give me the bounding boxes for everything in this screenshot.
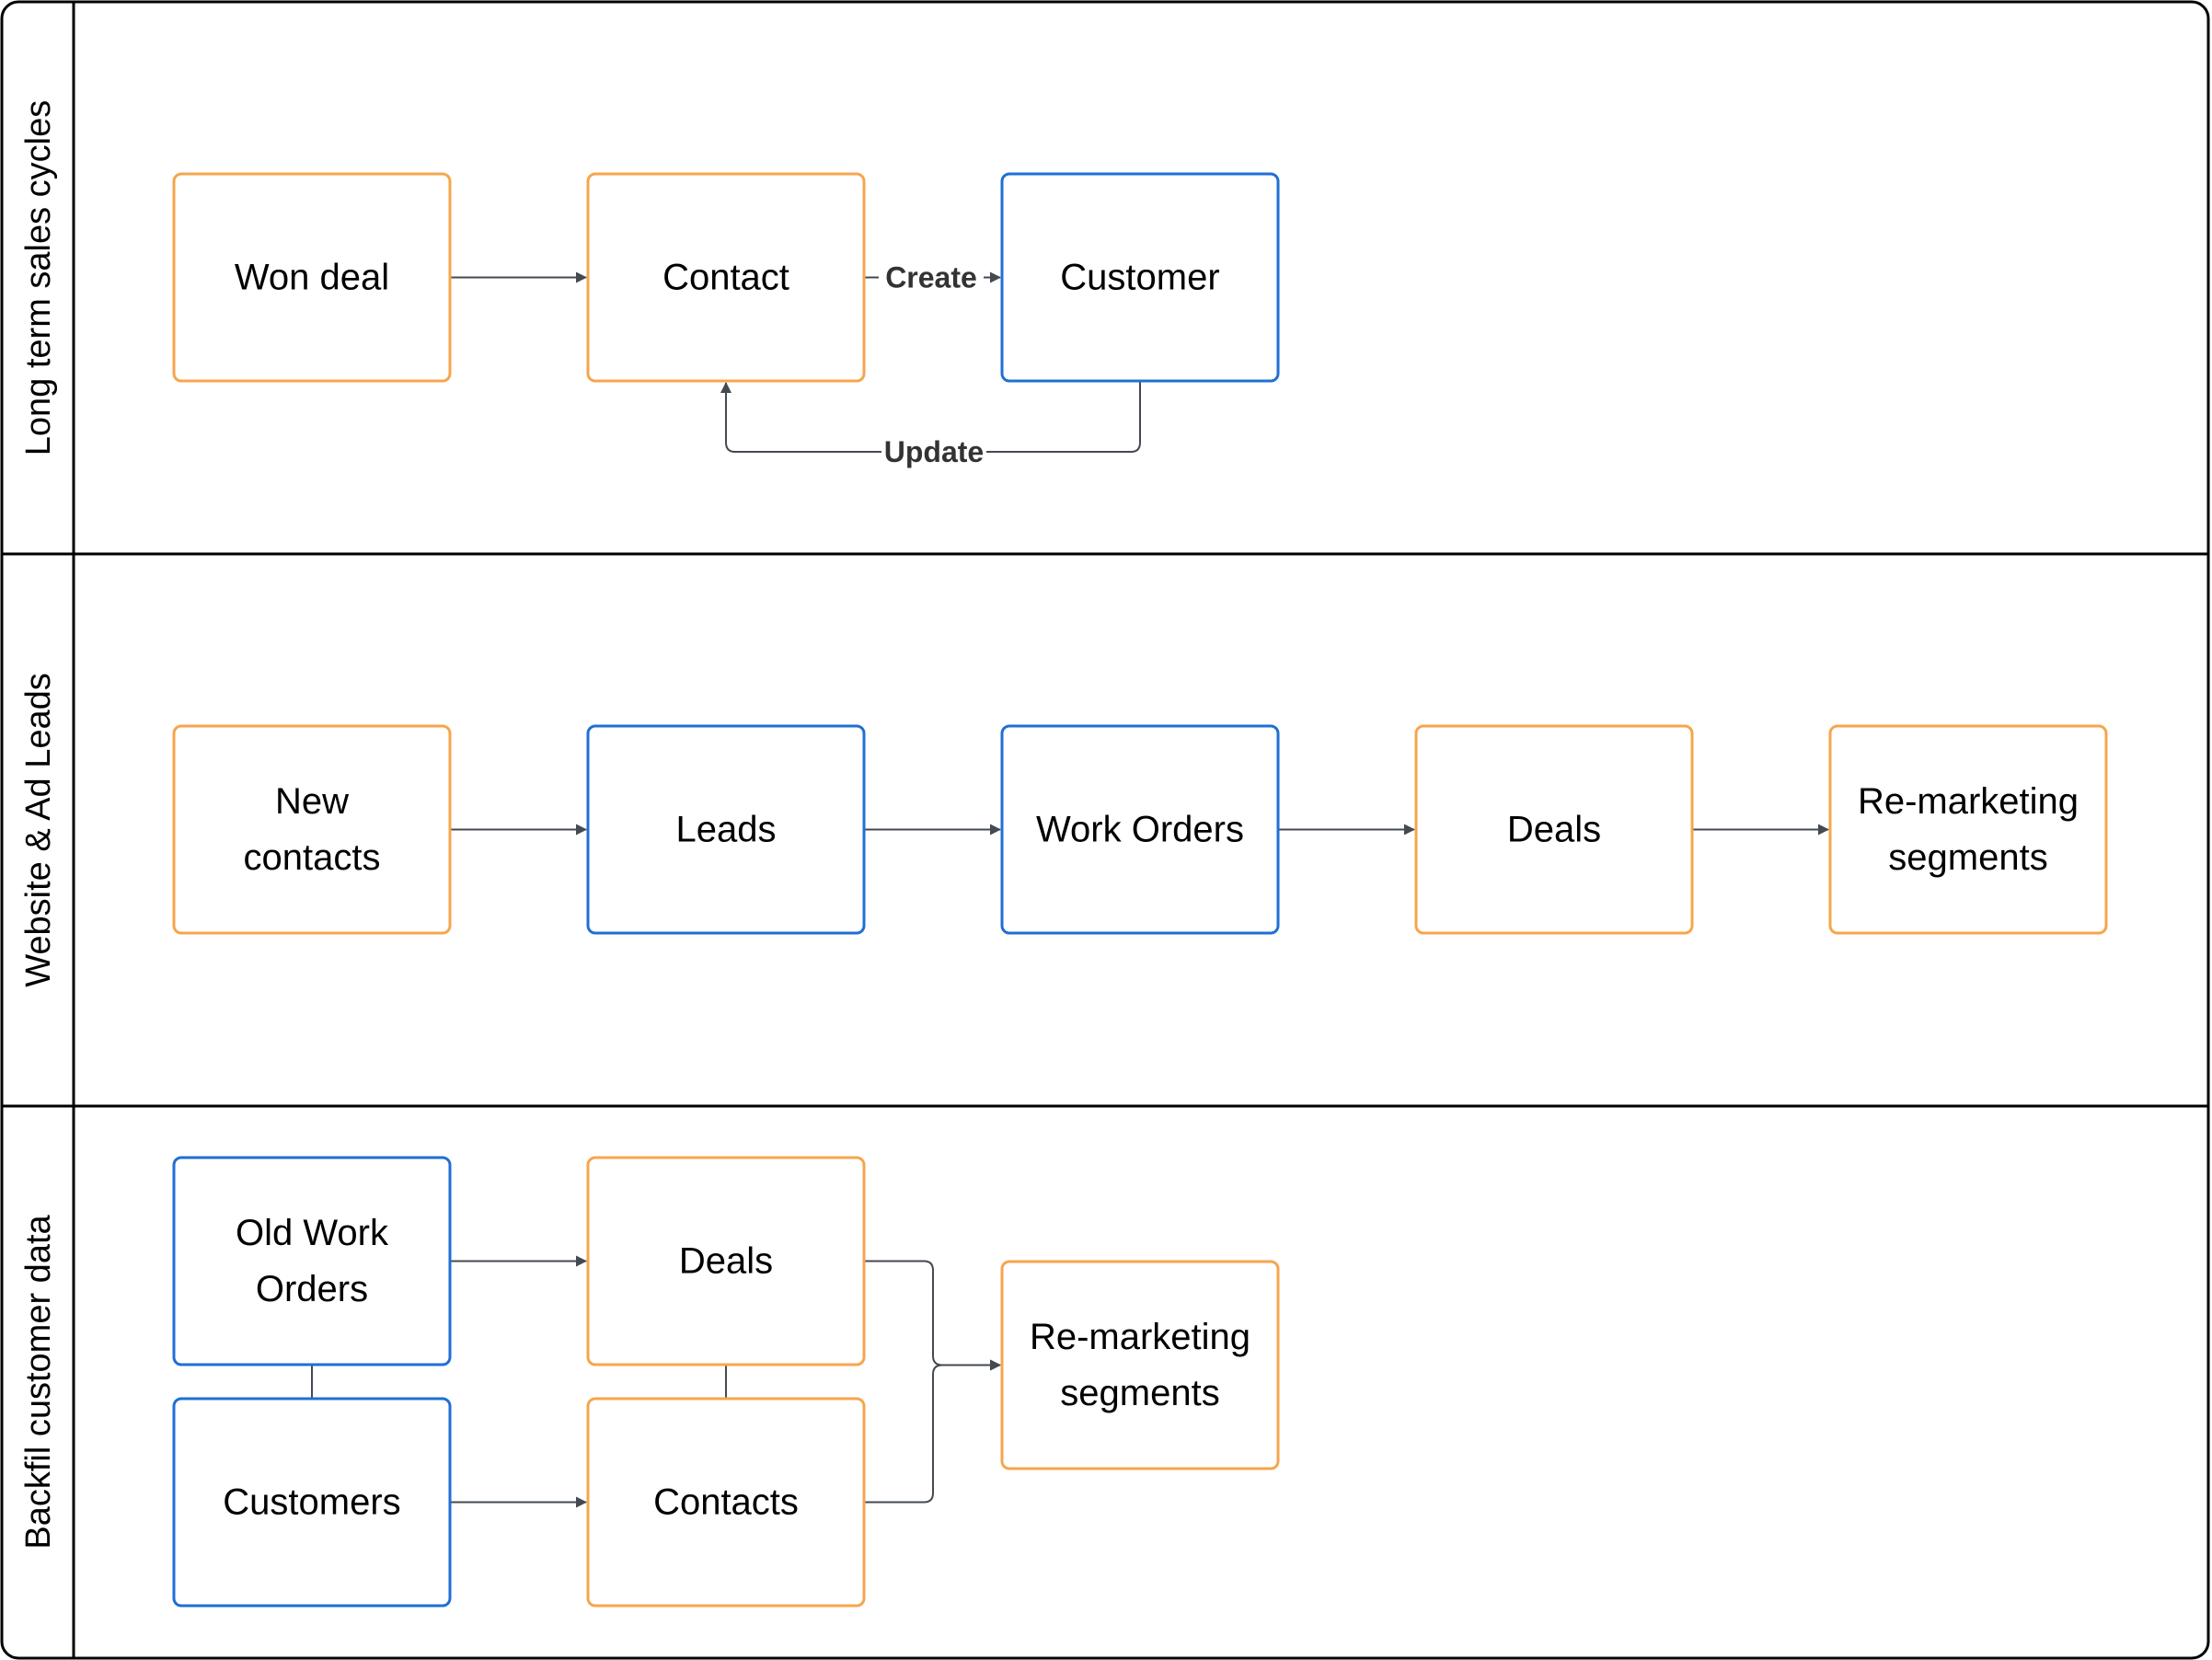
node-box[interactable] — [172, 1397, 452, 1608]
node-box[interactable] — [586, 724, 866, 935]
node-customers[interactable]: Customers — [172, 1397, 452, 1608]
node-label: Deals — [679, 1241, 773, 1282]
node-leads[interactable]: Leads — [586, 724, 866, 935]
node-label: Customers — [223, 1482, 400, 1523]
node-label: Re-marketing — [1030, 1317, 1250, 1357]
node-label: Deals — [1507, 810, 1601, 850]
node-label: Customer — [1060, 258, 1219, 298]
node-label: Re-marketing — [1858, 781, 2079, 822]
node-box[interactable] — [172, 172, 452, 383]
node-label: New — [275, 781, 349, 822]
edge-label-customer-to-contact: Update — [884, 435, 984, 468]
node-box[interactable] — [586, 172, 866, 383]
node-remarketing-2[interactable]: Re-marketing segments — [1828, 724, 2108, 935]
node-label: Won deal — [235, 258, 389, 298]
edge-label-contact-to-customer: Create — [885, 261, 977, 294]
node-contacts-3[interactable]: Contacts — [586, 1397, 866, 1608]
edge-deals-to-remarketing-3 — [864, 1260, 1001, 1371]
node-work-orders[interactable]: Work Orders — [1000, 724, 1280, 935]
node-label: Old Work — [236, 1213, 389, 1253]
node-label: segments — [1060, 1373, 1219, 1413]
node-box[interactable] — [586, 1397, 866, 1608]
node-label: Work Orders — [1036, 810, 1244, 850]
lane-titles: Long term sales cycles Website & Ad Lead… — [19, 100, 58, 1550]
node-box[interactable] — [1000, 1260, 1280, 1470]
edge-contacts-to-remarketing-3 — [864, 1359, 1001, 1504]
node-label: Contact — [662, 258, 789, 298]
node-deals-2[interactable]: Deals — [1414, 724, 1694, 935]
node-box[interactable] — [1414, 724, 1694, 935]
node-box[interactable] — [1000, 724, 1280, 935]
node-won-deal[interactable]: Won deal — [172, 172, 452, 383]
lane-title-backfill: Backfil customer data — [19, 1215, 58, 1550]
node-deals-3[interactable]: Deals — [586, 1156, 866, 1366]
node-customer[interactable]: Customer — [1000, 172, 1280, 383]
edge-label-background — [881, 435, 986, 468]
edge-label-background — [879, 260, 984, 294]
node-box[interactable] — [172, 1156, 452, 1366]
lane-title-long-term: Long term sales cycles — [19, 100, 58, 456]
node-label: contacts — [244, 837, 381, 878]
node-box[interactable] — [1828, 724, 2108, 935]
node-remarketing-3[interactable]: Re-marketing segments — [1000, 1260, 1280, 1470]
node-label: Contacts — [653, 1482, 799, 1523]
node-contact[interactable]: Contact — [586, 172, 866, 383]
node-box[interactable] — [1000, 172, 1280, 383]
node-box[interactable] — [586, 1156, 866, 1366]
node-label: segments — [1888, 837, 2047, 878]
lane-title-website-ads: Website & Ad Leads — [19, 673, 58, 987]
node-label: Leads — [676, 810, 777, 850]
node-box[interactable] — [172, 724, 452, 935]
node-label: Orders — [256, 1269, 368, 1309]
node-new-contacts[interactable]: New contacts — [172, 724, 452, 935]
